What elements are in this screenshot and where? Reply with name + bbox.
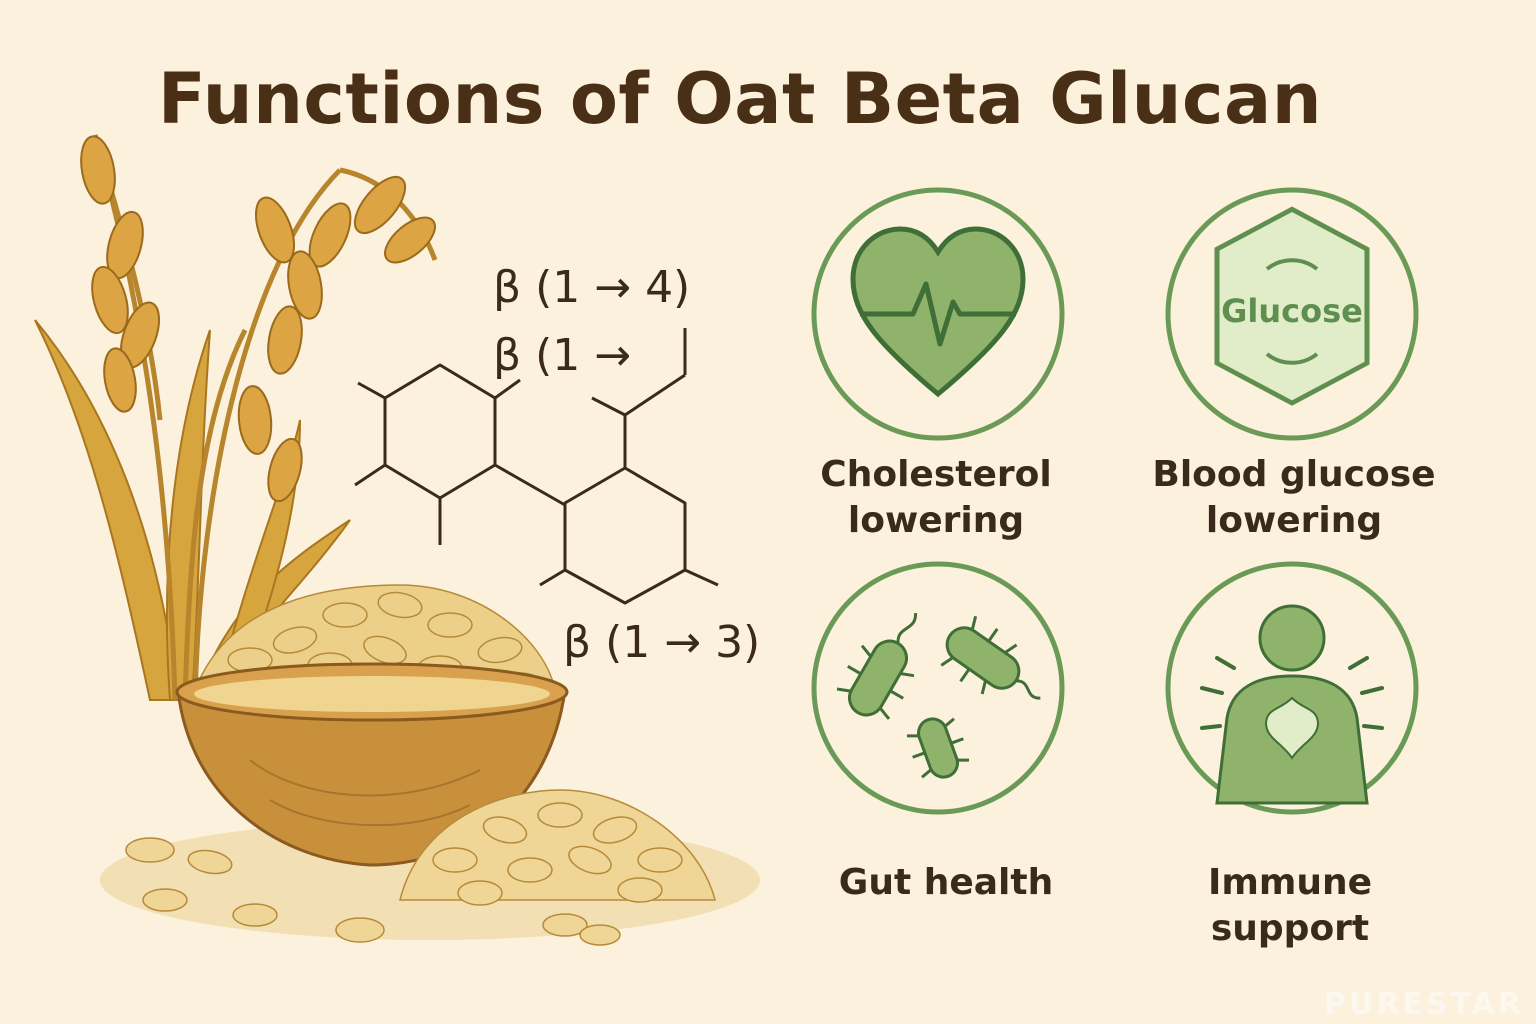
oat-illustration: [34, 134, 760, 946]
scattered-flakes: [125, 837, 621, 946]
gut-health-badge: [811, 561, 1065, 815]
bond-label-1: β (1 →: [493, 330, 632, 381]
benefit-label-cholesterol: Cholesterol lowering: [820, 454, 1052, 541]
glucose-badge: Glucose: [1165, 187, 1419, 441]
glucose-hexagon-icon: Glucose: [1214, 206, 1370, 406]
cholesterol-badge: [811, 187, 1065, 441]
bond-label-1-4: β (1 → 4): [493, 262, 691, 313]
flake-pile: [399, 789, 716, 906]
benefit-label-immune: Immune support: [1207, 862, 1373, 949]
benefit-label-blood-glucose: Blood glucose lowering: [1152, 454, 1436, 541]
bacteria-icon: [836, 612, 1041, 779]
glucose-icon-text: Glucose: [1221, 292, 1363, 330]
benefit-label-gut-health: Gut health: [838, 862, 1054, 903]
heart-pulse-icon: [850, 226, 1026, 398]
bond-label-1-3: β (1 → 3): [563, 617, 761, 668]
watermark: PURESTAR: [1323, 987, 1524, 1022]
oat-spikelets: [80, 135, 436, 503]
immune-badge: [1165, 561, 1419, 815]
page-title: Functions of Oat Beta Glucan: [157, 58, 1323, 140]
beta-glucan-structure: [354, 328, 719, 605]
person-immune-icon: [1200, 604, 1384, 805]
